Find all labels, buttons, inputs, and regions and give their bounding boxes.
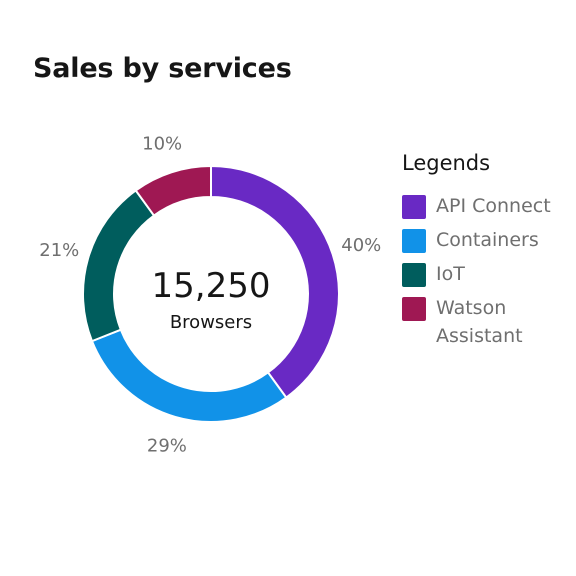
donut-slice-api-connect[interactable] [210, 164, 340, 399]
percent-label: 10% [142, 134, 182, 155]
donut-slice-iot[interactable] [82, 189, 156, 343]
legend-swatch [402, 195, 426, 219]
legend-item-containers[interactable]: Containers [402, 228, 572, 254]
legend-item-iot[interactable]: IoT [402, 262, 572, 288]
legend-label: API Connect [436, 195, 551, 217]
center-total-value: 15,250 [152, 266, 271, 306]
legend-swatch [402, 229, 426, 253]
legend-swatch [402, 263, 426, 287]
legend-label: IoT [436, 263, 465, 285]
legend-label: Containers [436, 229, 539, 251]
legend-swatch [402, 297, 426, 321]
legend-label: Watson Assistant [436, 297, 523, 347]
donut-slice-watson-assistant[interactable] [134, 164, 212, 217]
legend-item-watson-assistant[interactable]: Watson Assistant [402, 296, 572, 350]
percent-label: 29% [147, 436, 187, 457]
center-total-label: Browsers [170, 312, 252, 333]
donut-slice-containers[interactable] [90, 328, 288, 423]
percent-label: 40% [341, 235, 381, 256]
percent-label: 21% [39, 240, 79, 261]
chart-title: Sales by services [33, 53, 292, 84]
legend-title: Legends [402, 151, 491, 175]
legend-item-api-connect[interactable]: API Connect [402, 194, 572, 220]
